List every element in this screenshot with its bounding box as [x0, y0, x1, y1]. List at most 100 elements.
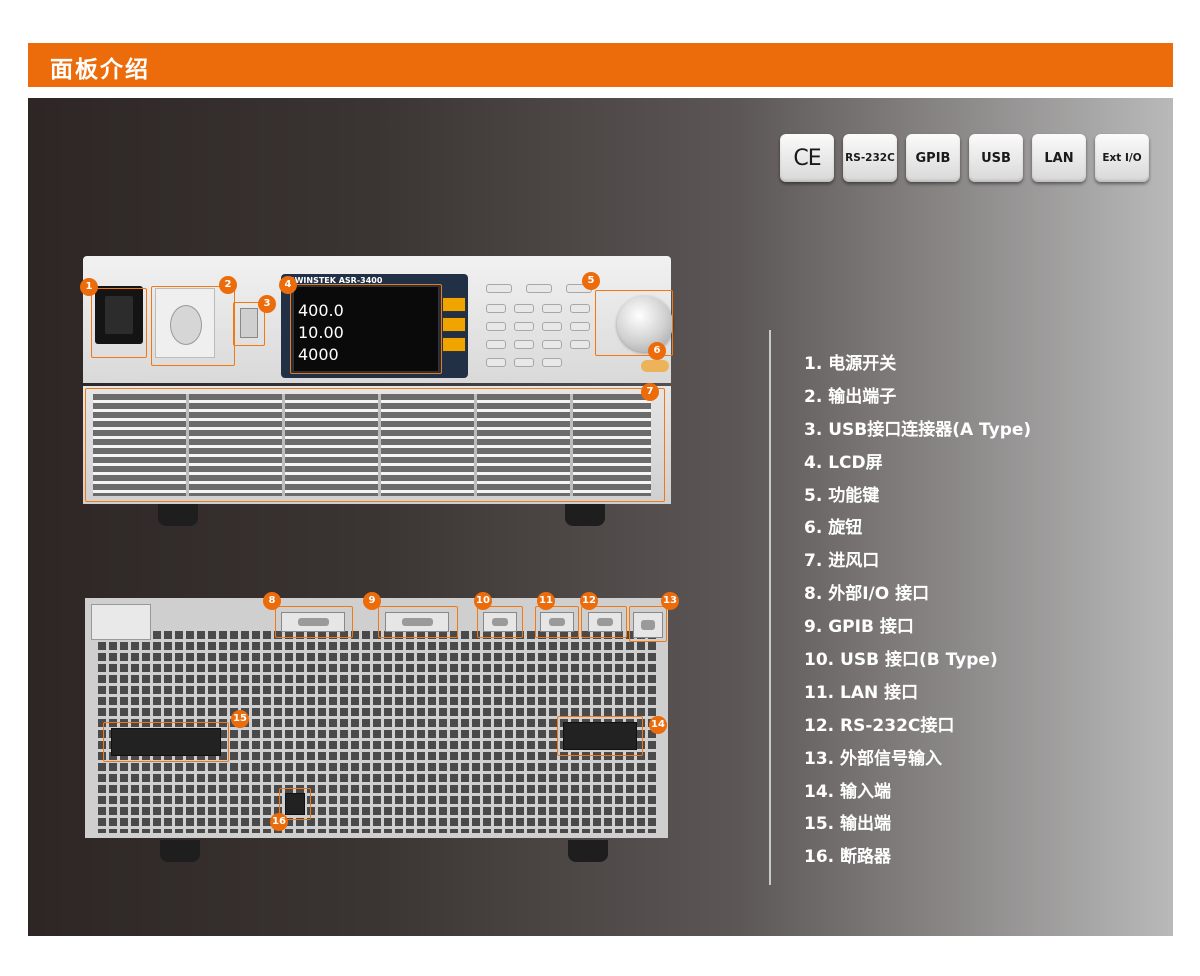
input-terminal-block: [563, 722, 637, 750]
lan-badge: LAN: [1032, 134, 1086, 182]
device-foot: [568, 840, 608, 862]
key: [570, 322, 590, 331]
key: [514, 340, 534, 349]
key: [486, 284, 512, 293]
usb-badge: USB: [969, 134, 1023, 182]
marker-14: 14: [649, 716, 667, 734]
legend-item: 15. 输出端: [804, 814, 892, 835]
key: [514, 304, 534, 313]
page-title: 面板介绍: [50, 57, 150, 83]
highlight-12: [581, 606, 627, 638]
device-foot: [158, 504, 198, 526]
legend-item: 9. GPIB 接口: [804, 617, 914, 638]
marker-7: 7: [641, 383, 659, 401]
marker-5: 5: [582, 272, 600, 290]
legend-item: 14. 输入端: [804, 781, 892, 802]
output-socket: [155, 288, 215, 358]
legend-item: 3. USB接口连接器(A Type): [804, 419, 1032, 440]
legend-item: 2. 输出端子: [804, 386, 897, 407]
key: [542, 358, 562, 367]
usb-b-port: [483, 612, 517, 632]
circuit-breaker: [285, 793, 305, 815]
key: [486, 358, 506, 367]
brand-label: GWINSTEK ASR-3400: [288, 276, 383, 285]
marker-12: 12: [580, 592, 598, 610]
legend-item: 8. 外部I/O 接口: [804, 584, 930, 605]
legend-item: 1. 电源开关: [804, 354, 897, 374]
marker-9: 9: [363, 592, 381, 610]
highlight-10: [477, 606, 523, 638]
ext-io-port: [281, 612, 345, 632]
rear-nameplate: [91, 604, 151, 640]
output-terminal-block: [111, 728, 221, 756]
highlight-16: [279, 788, 311, 820]
lcd-value: 4000: [298, 345, 339, 364]
highlight-1: [91, 288, 147, 358]
legend-item: 7. 进风口: [804, 551, 880, 572]
key: [542, 322, 562, 331]
power-switch: [95, 286, 143, 344]
front-control-panel: GWINSTEK ASR-3400 400.0 10.00 4000: [83, 256, 673, 383]
highlight-9: [378, 606, 458, 638]
gpib-badge: GPIB: [906, 134, 960, 182]
feature-legend: 1. 电源开关 2. 输出端子 3. USB接口连接器(A Type) 4. L…: [804, 348, 1031, 874]
lcd-softkey: [442, 337, 466, 352]
lan-port: [540, 612, 574, 632]
lcd-screen: 400.0 10.00 4000: [293, 286, 466, 372]
interface-badges: CE RS-232C GPIB USB LAN Ext I/O: [780, 134, 1149, 182]
marker-15: 15: [231, 710, 249, 728]
rear-panel-image: 8 9 10 11 12 13 14 15 16: [85, 592, 679, 838]
key: [542, 304, 562, 313]
marker-13: 13: [661, 592, 679, 610]
lcd-value: 400.0: [298, 301, 344, 320]
header-bar: 面板介绍: [28, 43, 1173, 87]
legend-item: 6. 旋钮: [804, 518, 863, 539]
rs232c-port: [588, 612, 622, 632]
key: [486, 322, 506, 331]
legend-item: 16. 断路器: [804, 847, 892, 868]
key: [526, 284, 552, 293]
highlight-4: [290, 284, 442, 374]
marker-1: 1: [80, 278, 98, 296]
function-keypad: [476, 276, 606, 381]
highlight-7: [85, 388, 665, 502]
front-vent-section: [83, 386, 671, 504]
marker-4: 4: [279, 276, 297, 294]
front-panel-image: GWINSTEK ASR-3400 400.0 10.00 4000: [80, 256, 673, 526]
rotary-knob: [617, 296, 673, 352]
highlight-15: [103, 722, 229, 762]
key: [570, 304, 590, 313]
marker-3: 3: [258, 295, 276, 313]
highlight-6: [595, 290, 673, 356]
legend-item: 11. LAN 接口: [804, 682, 919, 703]
key: [542, 340, 562, 349]
legend-item: 12. RS-232C接口: [804, 715, 955, 736]
key: [486, 304, 506, 313]
key: [486, 340, 506, 349]
lcd-softkey: [442, 297, 466, 312]
product-stage: CE RS-232C GPIB USB LAN Ext I/O GWINSTEK…: [28, 98, 1173, 936]
marker-2: 2: [219, 276, 237, 294]
highlight-11: [535, 606, 579, 638]
ext-signal-port: [633, 612, 663, 638]
marker-10: 10: [474, 592, 492, 610]
air-intake-vent: [93, 394, 651, 496]
legend-item: 4. LCD屏: [804, 452, 883, 473]
highlight-8: [275, 606, 353, 638]
highlight-2: [151, 286, 235, 366]
lcd-value: 10.00: [298, 323, 344, 342]
highlight-14: [557, 716, 643, 756]
highlight-13: [629, 606, 667, 642]
lcd-softkey: [442, 317, 466, 332]
device-foot: [160, 840, 200, 862]
key: [570, 340, 590, 349]
legend-item: 13. 外部信号输入: [804, 748, 943, 769]
legend-item: 10. USB 接口(B Type): [804, 650, 998, 671]
marker-16: 16: [270, 813, 288, 831]
legend-item: 5. 功能键: [804, 485, 880, 506]
output-key: [641, 360, 669, 372]
marker-8: 8: [263, 592, 281, 610]
gpib-port: [385, 612, 449, 632]
ce-badge: CE: [780, 134, 834, 182]
highlight-3: [233, 302, 265, 346]
